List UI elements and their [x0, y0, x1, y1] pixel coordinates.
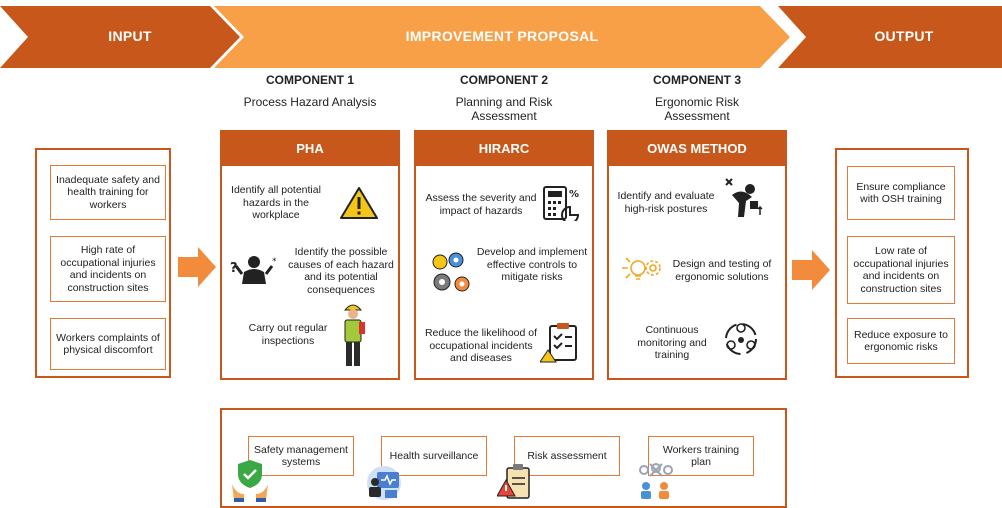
input-item-1: Inadequate safety and health training fo… — [50, 165, 166, 220]
owas-item-2: Design and testing of ergonomic solution… — [672, 258, 772, 283]
clipboard-icon — [540, 323, 577, 363]
foundation-item-3: Risk assessment — [514, 436, 620, 476]
owas-header: OWAS METHOD — [607, 130, 787, 166]
svg-text:%: % — [569, 189, 579, 200]
risk-clipboard-icon — [497, 464, 530, 499]
output-banner-label: OUTPUT — [874, 28, 934, 44]
hirarc-item-1: Assess the severity and impact of hazard… — [425, 192, 537, 217]
cycle-monitoring-icon — [725, 323, 757, 355]
pha-item-2: Identify the possible causes of each haz… — [288, 246, 394, 296]
banner-arrows — [0, 6, 1002, 68]
owas-item-1: Identify and evaluate high-risk postures — [617, 190, 715, 215]
hirarc-item-3: Reduce the likelihood of occupational in… — [424, 327, 538, 364]
input-item-2: High rate of occupational injuries and i… — [50, 236, 166, 302]
warning-icon — [340, 187, 378, 219]
foundation-item-4: Workers training plan — [648, 436, 754, 476]
component-1-title: COMPONENT 1 — [265, 73, 354, 87]
output-item-2: Low rate of occupational injuries and in… — [847, 236, 955, 304]
lightbulb-gear-icon — [622, 257, 661, 280]
hirarc-item-2: Develop and implement effective controls… — [476, 246, 588, 283]
pha-item-1: Identify all potential hazards in the wo… — [231, 184, 321, 221]
construction-worker-icon — [343, 304, 365, 366]
medical-screen-icon — [367, 466, 401, 500]
proposal-banner-label: IMPROVEMENT PROPOSAL — [405, 28, 599, 44]
calculator-chart-icon: % — [543, 186, 579, 221]
proposal-arrow — [214, 6, 790, 68]
component-1-subtitle: Process Hazard Analysis — [243, 95, 377, 109]
hirarc-header: HIRARC — [414, 130, 594, 166]
gears-icon — [432, 252, 470, 292]
foundation-item-1: Safety management systems — [248, 436, 354, 476]
output-item-3: Reduce exposure to ergonomic risks — [847, 318, 955, 364]
confused-worker-icon: ? * — [230, 256, 277, 284]
owas-item-3: Continuous monitoring and training — [637, 324, 707, 361]
output-arrow — [778, 6, 1002, 68]
component-2-title: COMPONENT 2 — [459, 73, 548, 87]
component-2-subtitle: Planning and Risk Assessment — [455, 95, 553, 123]
svg-text:?: ? — [230, 261, 238, 276]
shield-hands-icon — [232, 460, 268, 502]
input-to-proposal-arrow — [178, 247, 216, 287]
svg-text:*: * — [272, 257, 277, 267]
component-3-subtitle: Ergonomic Risk Assessment — [654, 95, 740, 123]
component-3-title: COMPONENT 3 — [652, 73, 741, 87]
input-banner-label: INPUT — [108, 28, 152, 44]
bending-worker-icon — [725, 178, 763, 217]
pha-header: PHA — [220, 130, 400, 166]
training-icon — [639, 463, 673, 499]
input-item-3: Workers complaints of physical discomfor… — [50, 318, 166, 370]
foundation-item-2: Health surveillance — [381, 436, 487, 476]
output-item-1: Ensure compliance with OSH training — [847, 166, 955, 220]
input-arrow — [0, 6, 240, 68]
proposal-to-output-arrow — [792, 250, 830, 290]
pha-item-3: Carry out regular inspections — [248, 322, 328, 347]
